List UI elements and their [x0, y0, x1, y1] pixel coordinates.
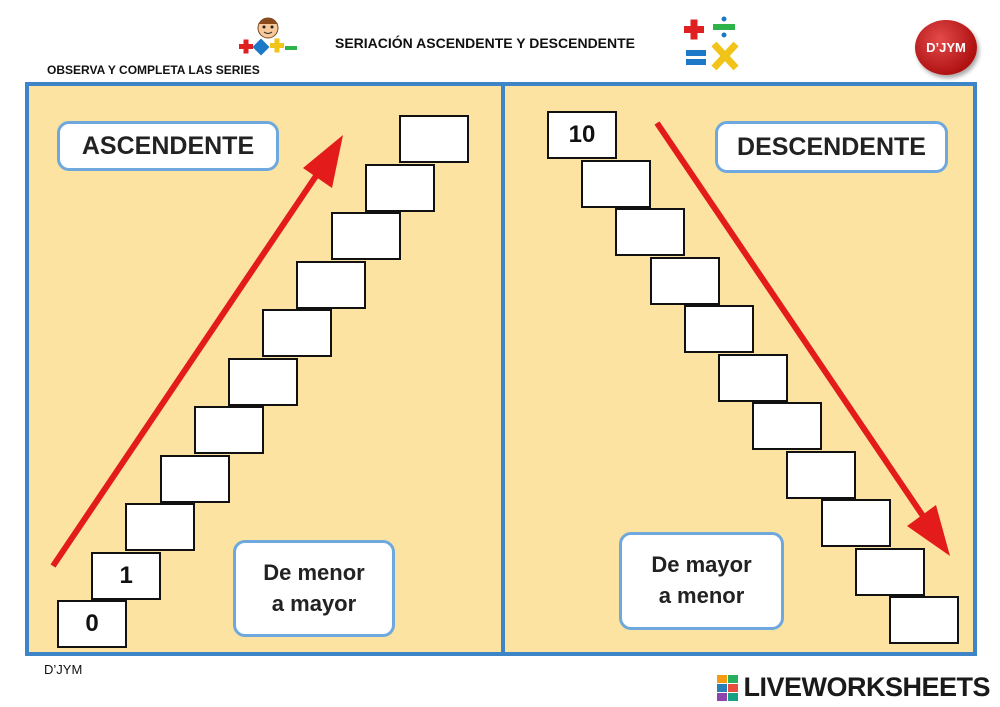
descending-step-7[interactable]	[786, 450, 857, 499]
descending-step-3[interactable]	[649, 256, 720, 305]
descending-step-8[interactable]	[820, 499, 891, 547]
ascending-step-0: 0	[57, 600, 127, 648]
instruction-text: OBSERVA Y COMPLETA LAS SERIES	[47, 63, 260, 77]
descending-step-0: 10	[547, 111, 617, 159]
kid-math-icon	[237, 14, 299, 62]
ascending-title: ASCENDENTE	[57, 121, 279, 171]
ascending-description: De menor a mayor	[233, 540, 395, 637]
descending-step-2[interactable]	[615, 208, 686, 256]
descending-step-10[interactable]	[889, 596, 959, 644]
descending-step-9[interactable]	[854, 547, 925, 596]
ascending-step-3[interactable]	[159, 454, 230, 503]
math-operators-icon	[680, 16, 742, 71]
ascending-step-4[interactable]	[193, 406, 264, 454]
page-title: SERIACIÓN ASCENDENTE Y DESCENDENTE	[335, 35, 636, 51]
descending-description: De mayor a menor	[619, 532, 784, 630]
author-credit: D’JYM	[44, 662, 83, 677]
liveworksheets-logo-text: LIVEWORKSHEETS	[743, 672, 990, 702]
descending-title: DESCENDENTE	[715, 121, 948, 173]
ascending-step-5[interactable]	[228, 357, 298, 406]
descending-step-5[interactable]	[718, 353, 788, 402]
descending-step-6[interactable]	[752, 402, 823, 450]
ascending-step-9[interactable]	[364, 163, 435, 212]
ascending-step-7[interactable]	[296, 260, 367, 309]
ascending-step-6[interactable]	[262, 309, 333, 357]
ascending-arrow	[50, 135, 343, 568]
ascending-step-10[interactable]	[399, 115, 469, 163]
ascending-step-1: 1	[91, 551, 162, 600]
liveworksheets-brand: LIVEWORKSHEETS	[717, 672, 990, 703]
ascending-step-8[interactable]	[330, 212, 401, 260]
logo-badge-icon: D’JYM	[915, 20, 977, 75]
liveworksheets-icon	[717, 674, 739, 701]
descending-step-4[interactable]	[683, 305, 754, 353]
descending-step-1[interactable]	[581, 159, 652, 208]
ascending-step-2[interactable]	[125, 503, 196, 551]
descending-panel: DESCENDENTE De mayor a menor 10	[501, 82, 977, 656]
descending-arrow	[654, 121, 950, 556]
